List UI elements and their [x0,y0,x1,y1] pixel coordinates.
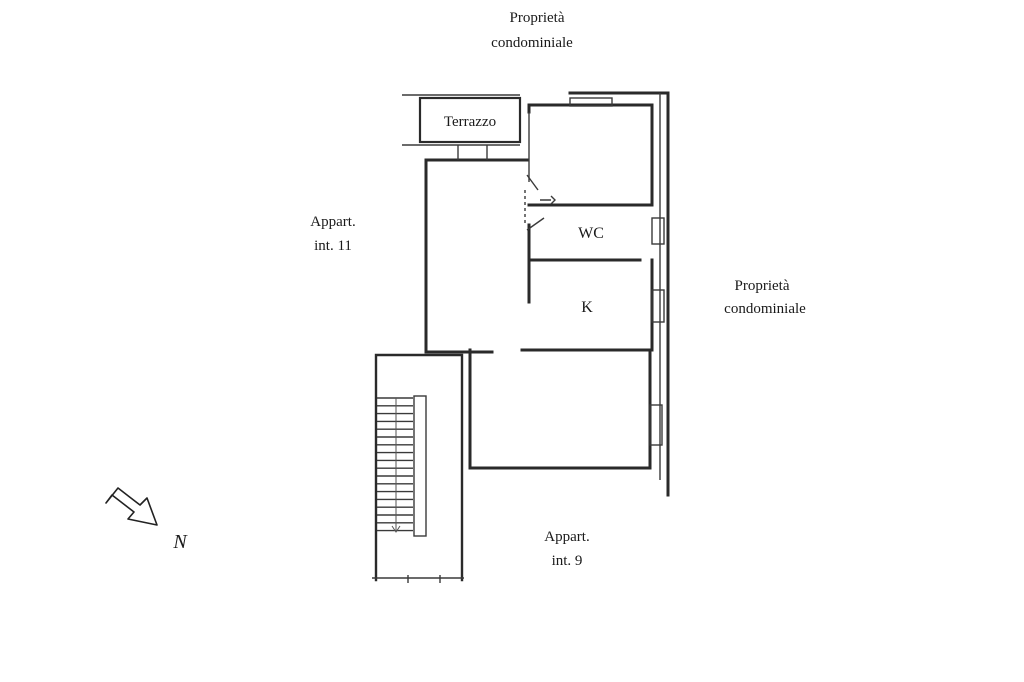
left-apartment-label-line1: Appart. [310,214,355,230]
right-area-label-line1: Proprietà [735,278,790,294]
wc-label: WC [578,225,604,242]
bottom-apartment-label-line1: Appart. [544,529,589,545]
kitchen-label: K [581,299,593,316]
terrace: Terrazzo [402,94,522,146]
apartment-outline [424,91,670,497]
top-area-label-line2: condominiale [491,35,573,51]
right-area-label-line2: condominiale [724,301,806,317]
north-arrow-icon: N [105,487,188,553]
bottom-apartment-label-line2: int. 9 [552,553,583,569]
left-apartment-label-line2: int. 11 [314,238,352,254]
staircase [372,353,464,583]
stair-steps [377,397,413,532]
top-area-label-line1: Proprietà [510,10,565,26]
north-label: N [172,531,188,553]
terrace-label: Terrazzo [444,114,496,130]
